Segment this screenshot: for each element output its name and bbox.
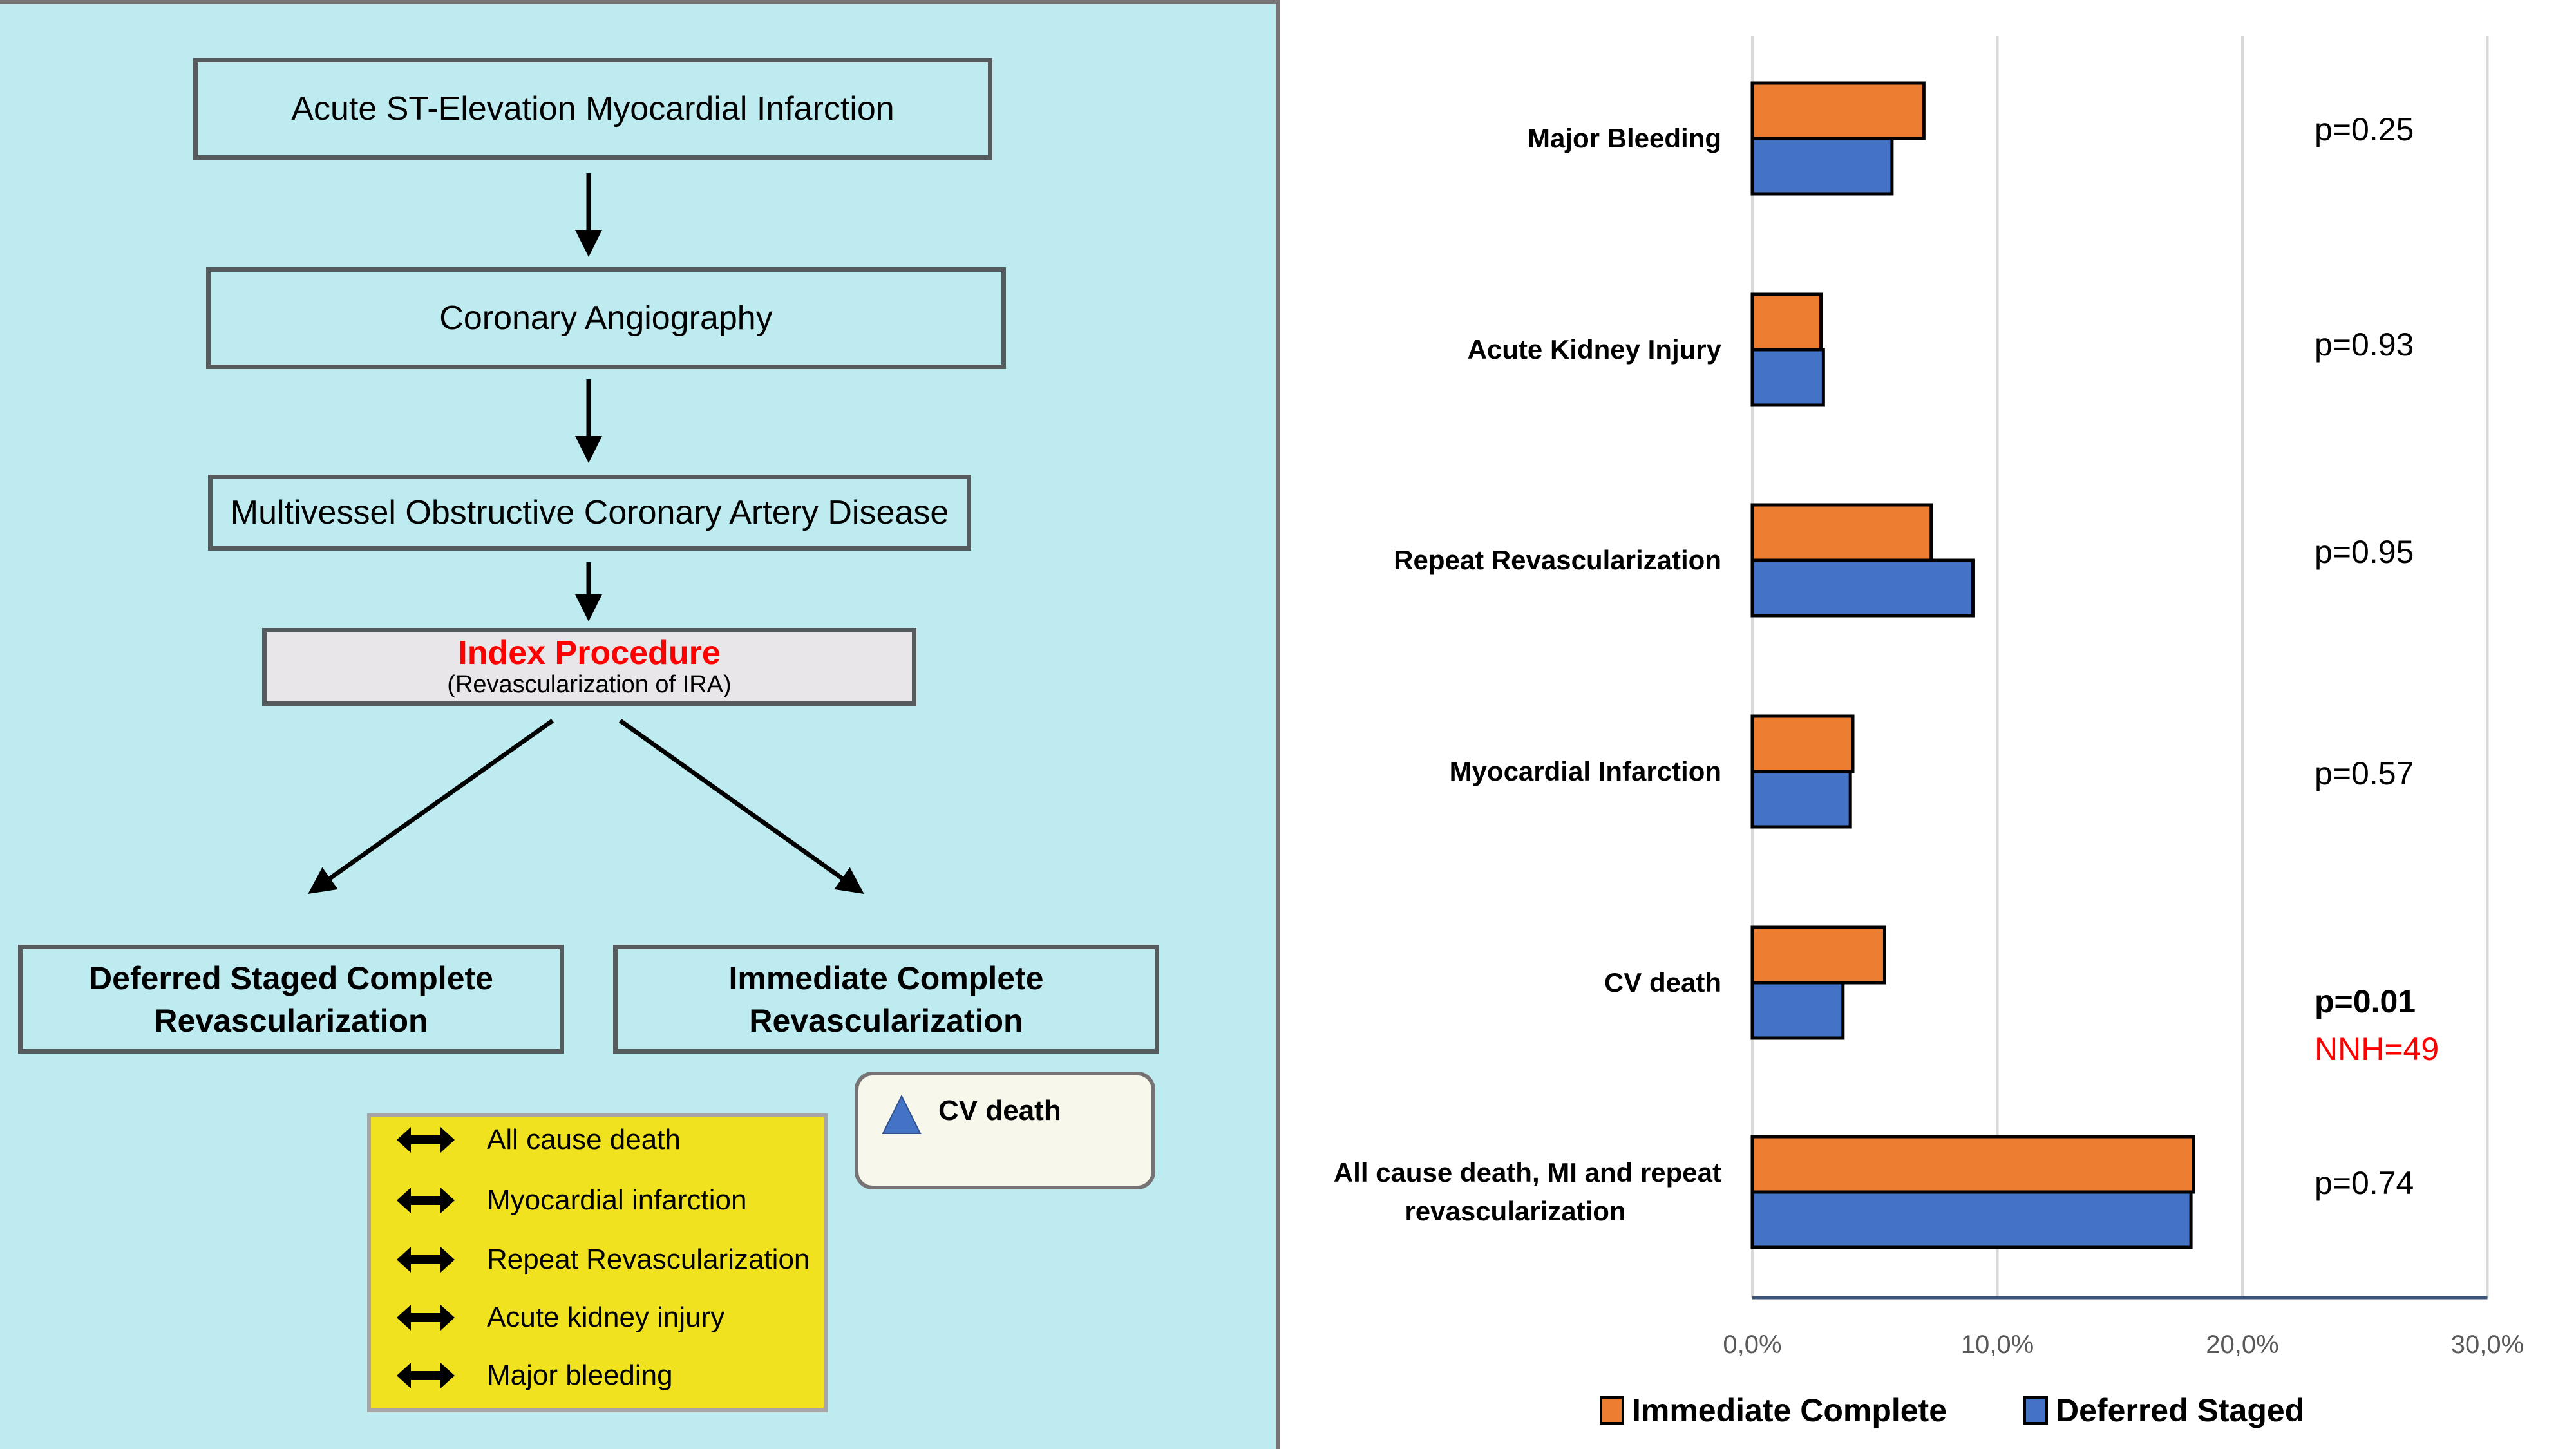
no-difference-item: Acute kidney injury	[397, 1302, 724, 1334]
legend-swatch	[1600, 1396, 1624, 1425]
branch-immediate-line2: Revascularization	[749, 1002, 1023, 1039]
bar-immediate-complete	[1750, 714, 1855, 773]
flow-step-multivessel-label: Multivessel Obstructive Coronary Artery …	[230, 494, 949, 531]
index-procedure-subtitle: (Revascularization of IRA)	[447, 671, 732, 699]
x-tick-label: 20,0%	[2206, 1331, 2278, 1359]
bar-deferred-staged	[1750, 137, 1894, 196]
double-arrow-icon	[397, 1363, 455, 1388]
branch-deferred-line1: Deferred Staged Complete	[89, 960, 493, 996]
category-label: CV death	[1604, 967, 1721, 998]
double-arrow-icon	[397, 1127, 455, 1153]
no-difference-item: Myocardial infarction	[397, 1184, 747, 1217]
no-difference-item-label: Major bleeding	[487, 1359, 673, 1391]
double-arrow-icon	[397, 1188, 455, 1213]
p-value-label: p=0.01	[2315, 983, 2416, 1019]
grid-layer	[1751, 36, 2489, 1300]
flow-branch-deferred: Deferred Staged Complete Revascularizati…	[18, 945, 564, 1054]
x-tick-label: 0,0%	[1723, 1331, 1781, 1359]
p-value-label: p=0.93	[2315, 327, 2414, 363]
x-tick-label: 10,0%	[1961, 1331, 2034, 1359]
no-difference-item-label: Acute kidney injury	[487, 1302, 725, 1333]
flow-step-stemi: Acute ST-Elevation Myocardial Infarction	[193, 58, 992, 160]
bar-deferred-staged	[1750, 348, 1825, 407]
bars-layer	[1750, 81, 2195, 1249]
bar-deferred-staged	[1750, 770, 1852, 829]
no-difference-item: All cause death	[397, 1124, 681, 1156]
category-label: revascularization	[1405, 1196, 1625, 1226]
bar-immediate-complete	[1750, 292, 1823, 352]
category-label: All cause death, MI and repeat	[1334, 1157, 1721, 1188]
nnh-label: NNH=49	[2315, 1031, 2439, 1067]
p-value-label: p=0.57	[2315, 755, 2414, 791]
flow-step-index-procedure: Index Procedure (Revascularization of IR…	[262, 628, 916, 706]
bar-immediate-complete	[1750, 925, 1886, 985]
bar-immediate-complete	[1750, 81, 1926, 140]
no-difference-item-label: Myocardial infarction	[487, 1184, 747, 1216]
no-difference-item: Repeat Revascularization	[397, 1244, 810, 1276]
p-value-label: p=0.74	[2315, 1165, 2414, 1201]
no-difference-item-label: All cause death	[487, 1124, 681, 1155]
triangle-up-icon	[882, 1095, 922, 1134]
p-value-label: p=0.25	[2315, 111, 2414, 147]
legend-label: Deferred Staged	[2056, 1392, 2304, 1428]
x-tick-label: 30,0%	[2451, 1331, 2524, 1359]
bar-deferred-staged	[1750, 981, 1845, 1040]
category-label: Acute Kidney Injury	[1468, 334, 1722, 365]
bar-immediate-complete	[1750, 503, 1933, 562]
category-label: Myocardial Infarction	[1450, 756, 1721, 786]
flow-step-multivessel-cad: Multivessel Obstructive Coronary Artery …	[208, 475, 971, 551]
bar-deferred-staged	[1750, 558, 1975, 618]
increased-risk-legend: CV death	[855, 1072, 1155, 1189]
branch-deferred-line2: Revascularization	[154, 1002, 428, 1039]
flow-branch-immediate: Immediate Complete Revascularization	[613, 945, 1159, 1054]
branch-immediate-line1: Immediate Complete	[728, 960, 1044, 996]
flow-step-angiography: Coronary Angiography	[206, 267, 1006, 369]
double-arrow-icon	[397, 1247, 455, 1273]
p-value-label: p=0.95	[2315, 534, 2414, 570]
flow-step-angiography-label: Coronary Angiography	[439, 299, 773, 337]
chart-legend: Immediate Complete Deferred Staged	[1600, 1392, 2304, 1428]
increased-risk-label: CV death	[938, 1095, 1061, 1126]
legend-label: Immediate Complete	[1632, 1392, 1947, 1428]
index-procedure-title: Index Procedure	[458, 634, 721, 672]
double-arrow-icon	[397, 1305, 455, 1331]
no-difference-item: Major bleeding	[397, 1359, 673, 1392]
category-label: Major Bleeding	[1528, 123, 1721, 153]
legend-swatch	[2023, 1396, 2048, 1425]
no-difference-item-label: Repeat Revascularization	[487, 1244, 810, 1275]
category-label: Repeat Revascularization	[1394, 545, 1721, 575]
bar-immediate-complete	[1750, 1135, 2195, 1194]
no-difference-legend: All cause death Myocardial infarction Re…	[367, 1113, 828, 1412]
bar-deferred-staged	[1750, 1190, 2193, 1249]
x-tick-labels: 0,0% 10,0% 20,0% 30,0%	[1723, 1331, 2524, 1359]
flow-step-stemi-label: Acute ST-Elevation Myocardial Infarction	[291, 90, 895, 128]
